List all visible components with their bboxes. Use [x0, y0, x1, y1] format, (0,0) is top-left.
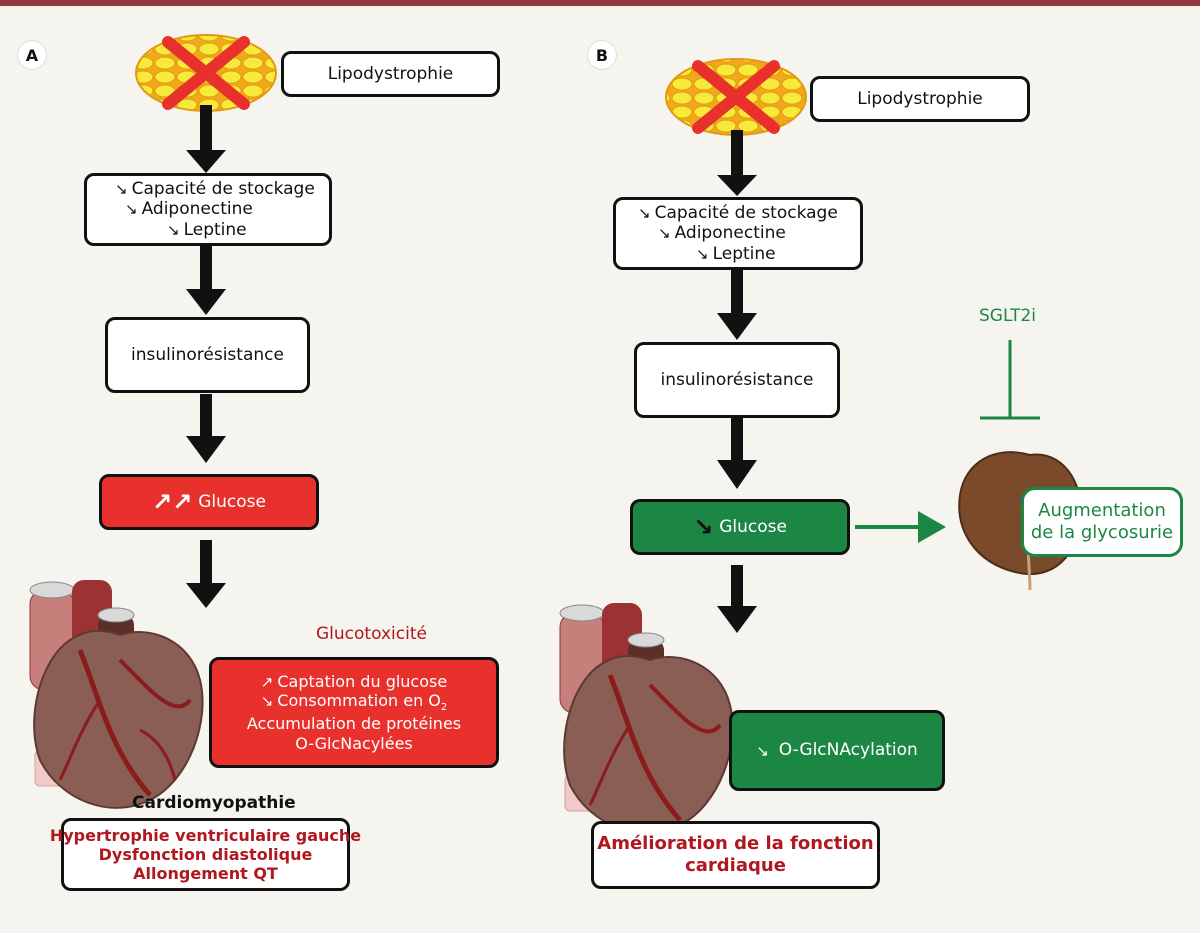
outcome-box-b: Amélioration de la fonction cardiaque — [591, 821, 880, 889]
glucose-label-b: Glucose — [719, 516, 787, 537]
insulinoresistance-box-a: insulinorésistance — [105, 317, 310, 393]
panel-label-a: A — [17, 40, 47, 70]
outcome-line-2: Dysfonction diastolique — [98, 844, 313, 864]
effect-line-1: ↗Captation du glucose — [260, 672, 448, 692]
insulinoresistance-label-a: insulinorésistance — [131, 344, 284, 365]
adipose-tissue-icon-a — [135, 34, 277, 112]
outcome-line-b-2: cardiaque — [685, 855, 786, 876]
flow-arrows-a — [186, 105, 226, 608]
lipodystrophie-box-a: Lipodystrophie — [281, 51, 500, 97]
glycosurie-line-2: de la glycosurie — [1030, 522, 1174, 543]
outcome-line-b-1: Amélioration de la fonction — [597, 833, 874, 855]
effects-box-a: ↗Captation du glucose ↘Consommation en O… — [209, 657, 499, 768]
glucose-increase-arrows-a: ↗↗ — [152, 487, 193, 516]
storage-line-2-a: ↘Adiponectine — [125, 199, 253, 220]
top-border — [0, 0, 1200, 6]
lipodystrophie-label-a: Lipodystrophie — [327, 63, 454, 84]
oglcnac-label: O-GlcNAcylation — [778, 740, 918, 761]
outcome-line-1: Hypertrophie ventriculaire gauche — [49, 825, 362, 845]
glucose-box-a: ↗↗ Glucose — [99, 474, 319, 530]
storage-line-1-b: ↘Capacité de stockage — [638, 202, 838, 223]
effect-line-2: ↘Consommation en O2 — [260, 691, 448, 714]
heart-icon-b — [559, 603, 734, 834]
storage-box-b: ↘Capacité de stockage ↘Adiponectine ↘Lep… — [613, 197, 863, 270]
storage-box-a: ↘Capacité de stockage ↘Adiponectine ↘Lep… — [84, 173, 332, 246]
outcome-line-3: Allongement QT — [133, 864, 278, 884]
panel-label-b: B — [587, 40, 617, 70]
glycosurie-line-1: Augmentation — [1038, 500, 1166, 522]
oglcnac-decrease-arrow: ↘ — [756, 741, 769, 760]
effect-line-4: O-GlcNacylées — [295, 733, 413, 753]
lipodystrophie-box-b: Lipodystrophie — [810, 76, 1030, 122]
cardiomyopathie-label: Cardiomyopathie — [132, 793, 296, 813]
flow-arrows-b — [717, 130, 757, 633]
insulinoresistance-box-b: insulinorésistance — [634, 342, 840, 418]
adipose-tissue-icon-b — [665, 58, 807, 136]
insulinoresistance-label-b: insulinorésistance — [660, 369, 814, 390]
glucose-label-a: Glucose — [198, 491, 266, 512]
lipodystrophie-label-b: Lipodystrophie — [857, 88, 983, 109]
storage-line-2-b: ↘Adiponectine — [658, 223, 786, 244]
storage-line-3-a: ↘Leptine — [167, 219, 247, 240]
effect-line-3: Accumulation de protéines — [246, 714, 462, 734]
glycosurie-box: Augmentation de la glycosurie — [1021, 487, 1183, 557]
oglcnac-box-b: ↘ O-GlcNAcylation — [729, 710, 945, 791]
storage-line-1-a: ↘Capacité de stockage — [115, 178, 315, 199]
storage-line-3-b: ↘Leptine — [696, 243, 776, 264]
glucose-decrease-arrow-b: ↘ — [693, 512, 714, 541]
heart-icon-a — [29, 580, 204, 809]
glucotoxicite-label: Glucotoxicité — [316, 624, 427, 644]
sglt2i-label: SGLT2i — [979, 306, 1037, 326]
outcomes-box-a: Hypertrophie ventriculaire gauche Dysfon… — [50, 818, 361, 891]
glucose-box-b: ↘ Glucose — [630, 499, 850, 555]
sglt2i-inhibition-symbol — [980, 340, 1040, 420]
